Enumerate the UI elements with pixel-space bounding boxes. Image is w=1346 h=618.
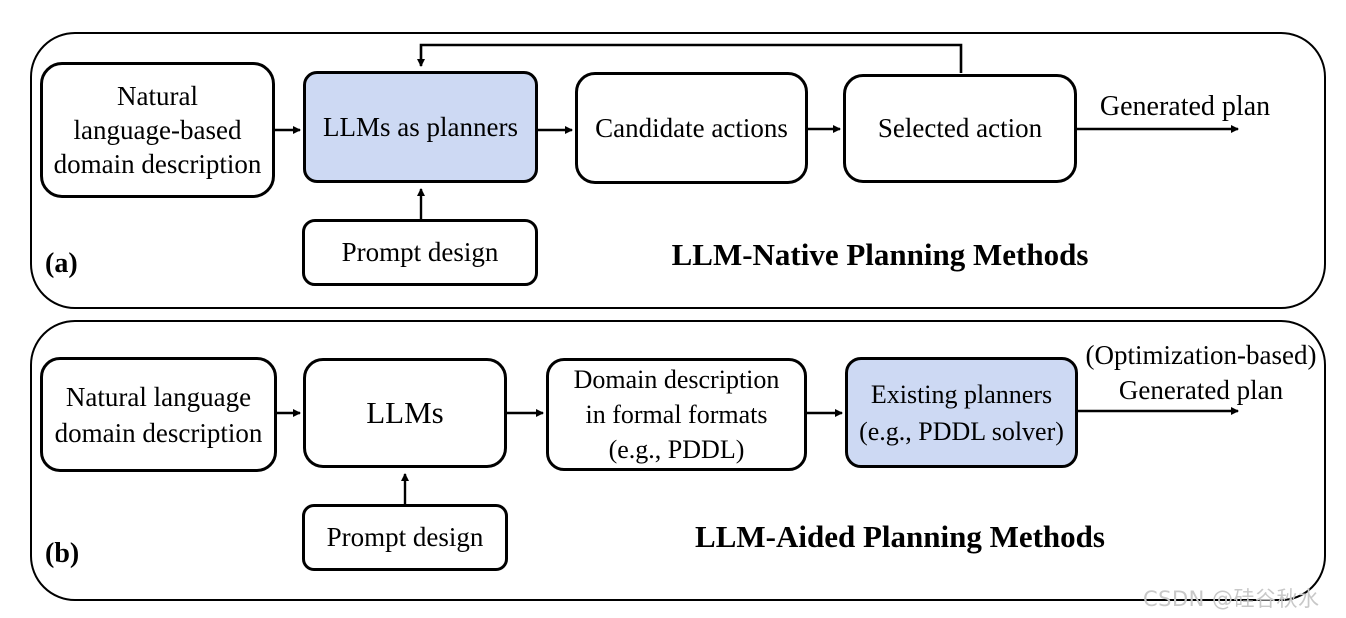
node-a-candidate-actions: Candidate actions [575,72,808,184]
node-text-line: in formal formats [585,400,768,429]
node-b-prompt-design: Prompt design [302,504,508,571]
node-text-line: Natural language [65,381,252,412]
panel-a-frame [30,32,1326,309]
label-text-line: (Optimization-based) [1085,340,1317,370]
node-text-line: Prompt design [326,522,484,552]
label-text-line: Generated plan [1118,375,1284,405]
label-panel-a: (a) [45,248,78,279]
node-text-line: LLMs as planners [323,111,518,142]
node-a-selected-action: Selected action [843,74,1077,183]
node-a-natural-language-domain: Natural language-based domain descriptio… [40,62,275,198]
node-a-llms-as-planners: LLMs as planners [303,71,538,183]
label-b-optimization-generated-plan: (Optimization-based) Generated plan [1078,338,1324,408]
node-text-line: language-based [73,115,242,145]
node-b-formal-domain-description: Domain description in formal formats (e.… [546,358,807,471]
title-llm-aided-planning-methods: LLM-Aided Planning Methods [695,519,1105,554]
node-text-line: Existing planners [870,379,1053,409]
node-text-line: Selected action [877,113,1043,143]
node-text-line: (e.g., PDDL solver) [859,416,1064,446]
csdn-watermark: CSDN @硅谷秋水 [1143,587,1320,611]
node-text-line: Natural [117,81,198,111]
node-text-line: Prompt design [341,237,499,267]
label-a-generated-plan: Generated plan [1099,91,1271,122]
panel-b-frame [30,320,1326,601]
node-text-line: LLMs [366,395,444,430]
title-llm-native-planning-methods: LLM-Native Planning Methods [671,237,1089,272]
node-b-existing-planners: Existing planners (e.g., PDDL solver) [845,357,1078,468]
node-text-line: Domain description [573,365,780,394]
node-b-natural-language-domain: Natural language domain description [40,357,277,472]
node-text-line: domain description [53,149,262,179]
node-text-line: Candidate actions [595,112,788,143]
node-b-llms: LLMs [303,358,507,468]
node-text-line: (e.g., PDDL) [608,435,745,464]
node-a-prompt-design: Prompt design [302,219,538,286]
node-text-line: domain description [54,417,263,448]
label-panel-b: (b) [45,538,80,569]
